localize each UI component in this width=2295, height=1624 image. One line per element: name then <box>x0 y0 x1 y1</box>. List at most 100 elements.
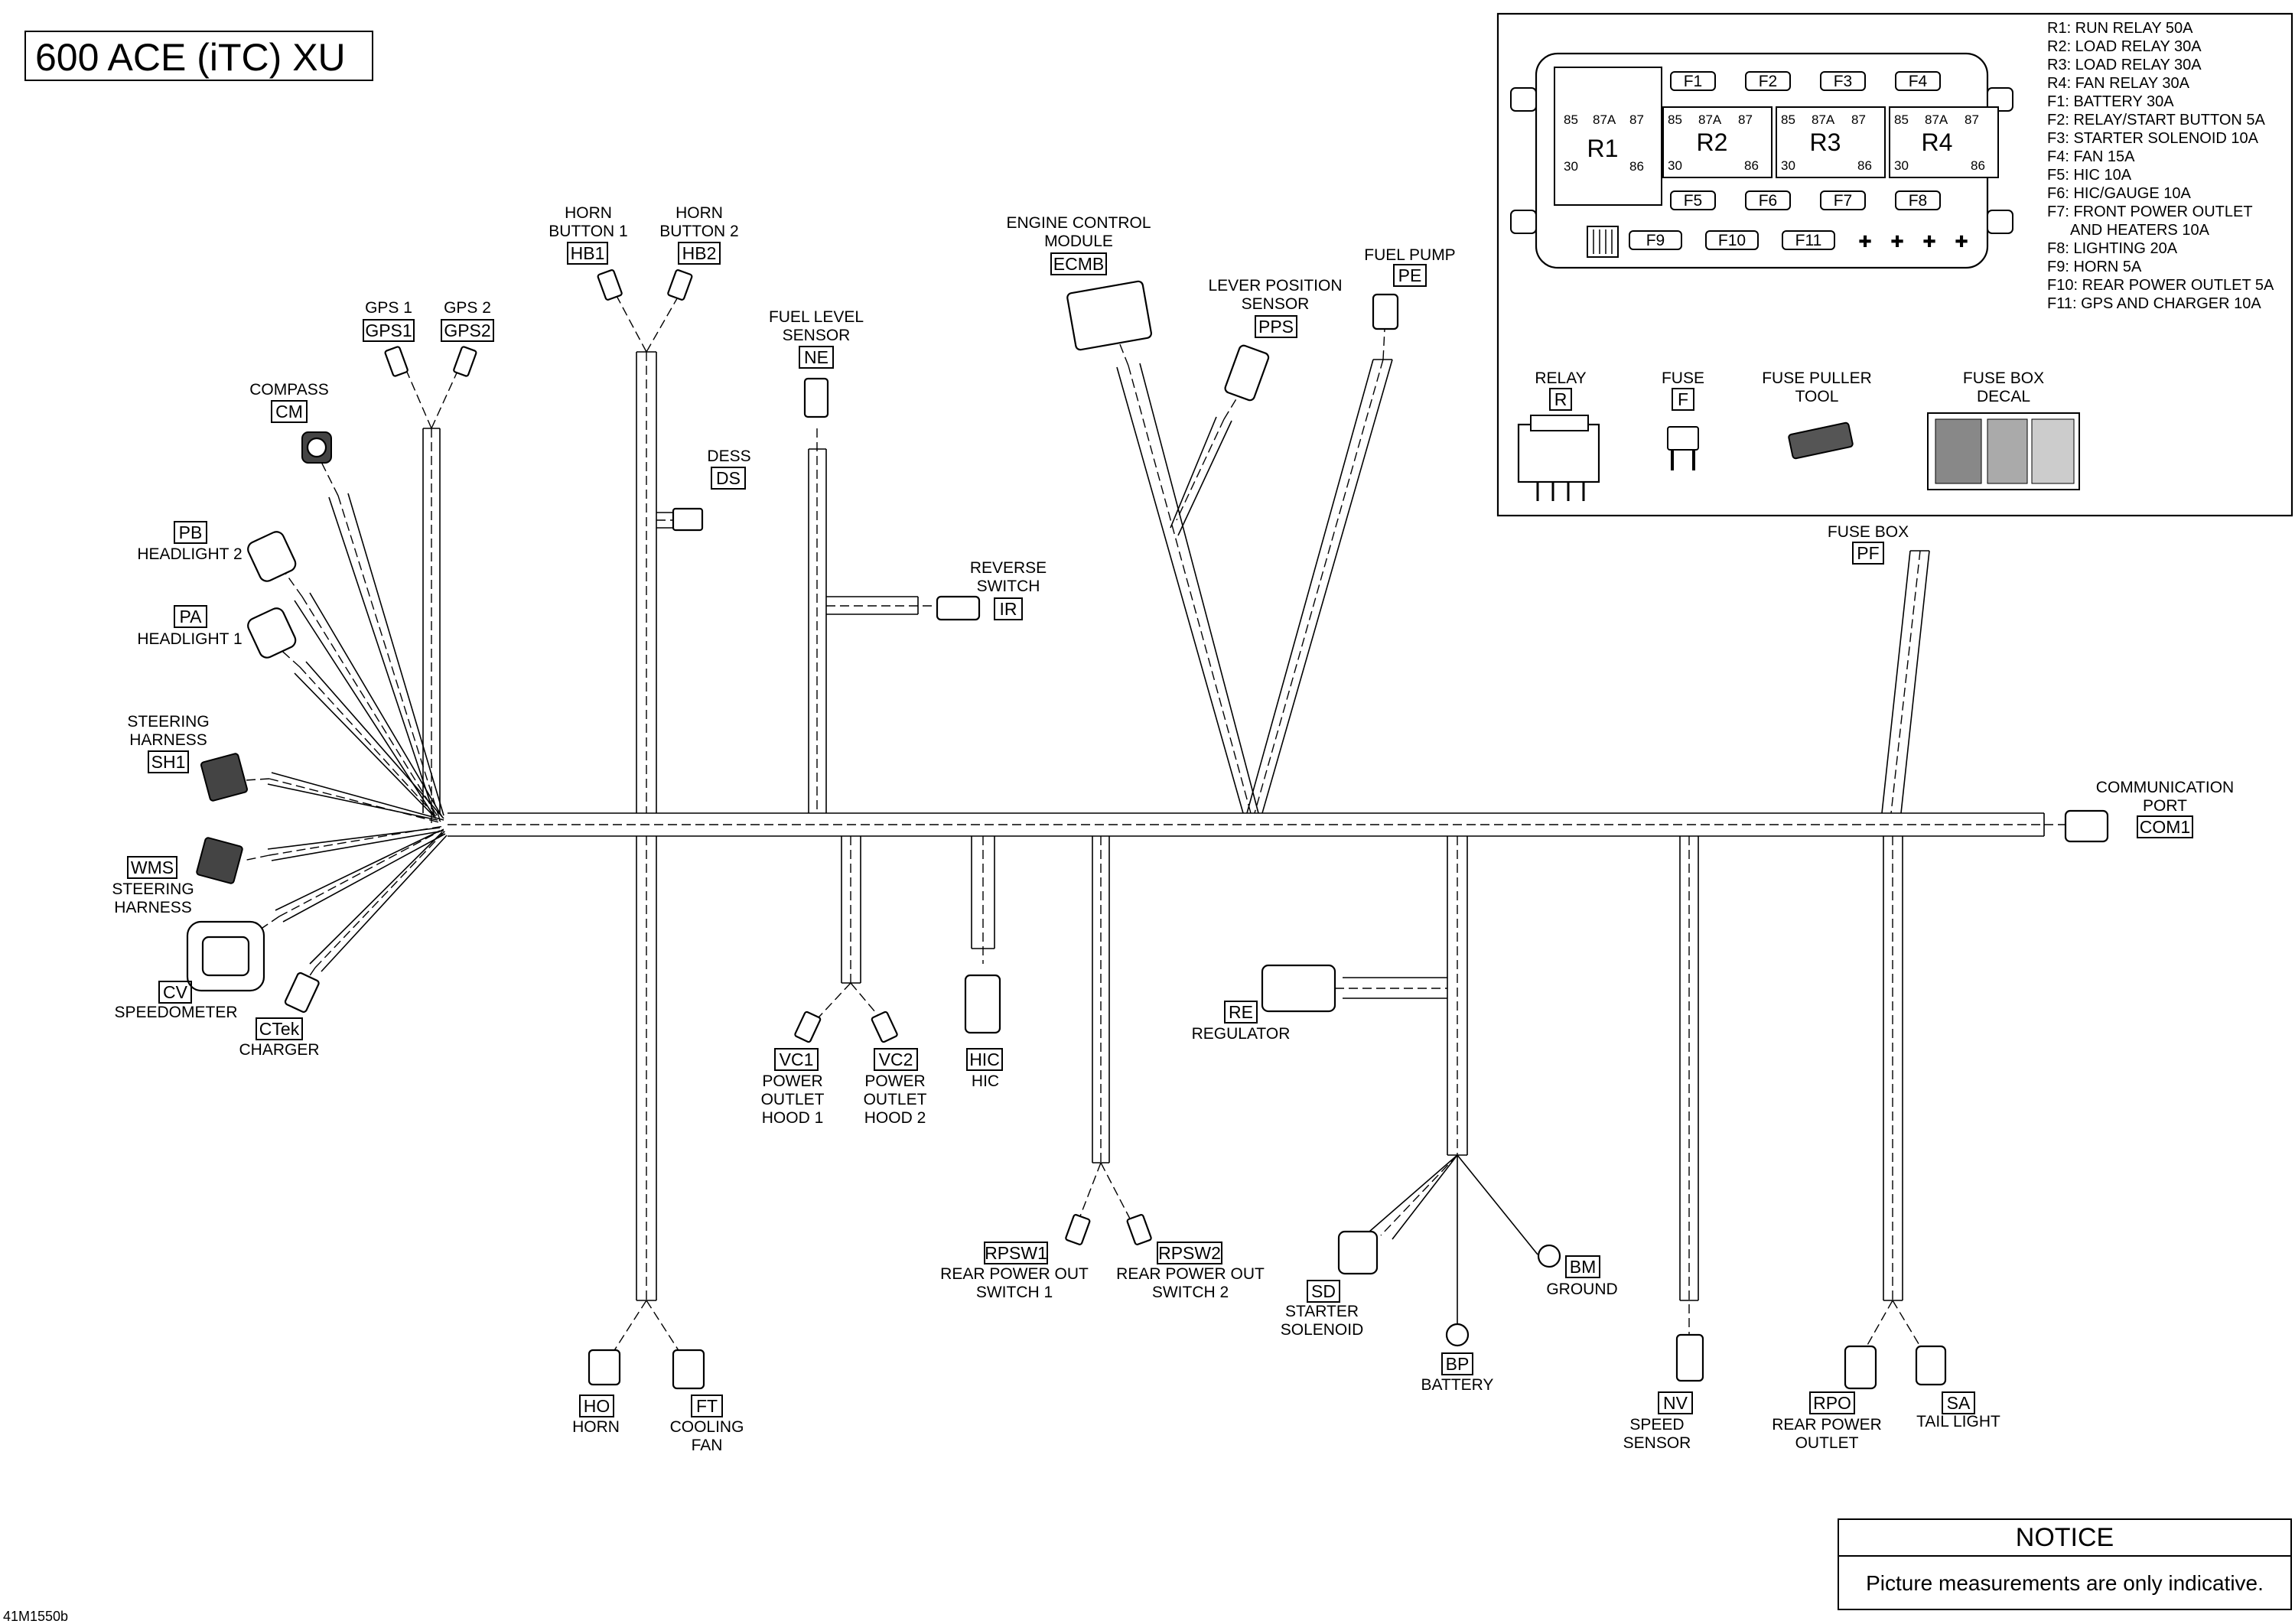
label-pf-code: PF <box>1857 543 1879 563</box>
left-fan-branches <box>243 359 464 988</box>
r4-pin30: 30 <box>1894 158 1909 173</box>
r4-pin87a: 87A <box>1925 112 1948 127</box>
fuse-f2: F2 <box>1759 73 1778 90</box>
r2-pin85: 85 <box>1668 112 1682 127</box>
legend-13: F9: HORN 5A <box>2047 259 2142 275</box>
label-sh1-name1: STEERING <box>127 713 209 731</box>
label-pb-code: PB <box>179 522 203 542</box>
label-nv-code: NV <box>1663 1393 1688 1413</box>
connector-graphics <box>186 269 2109 1390</box>
legend-12: F8: LIGHTING 20A <box>2047 240 2178 257</box>
label-sd-code: SD <box>1311 1281 1336 1301</box>
fuse-f5: F5 <box>1684 192 1703 210</box>
label-sa-name: TAIL LIGHT <box>1916 1413 2000 1430</box>
fuse-box-branch <box>1881 550 1930 814</box>
label-wms-name2: HARNESS <box>114 899 192 916</box>
label-compass-name: COMPASS <box>249 381 328 399</box>
label-sd-name1: STARTER <box>1285 1303 1359 1320</box>
label-com1-name1: COMMUNICATION <box>2096 779 2234 796</box>
fuse-f8: F8 <box>1909 192 1928 210</box>
label-com1-code: COM1 <box>2140 817 2190 837</box>
label-re-name: REGULATOR <box>1192 1025 1291 1043</box>
fuse-f10: F10 <box>1718 232 1746 249</box>
label-dess-name: DESS <box>707 447 750 465</box>
r2-pin87a: 87A <box>1698 112 1722 127</box>
svg-text:✚: ✚ <box>1890 233 1904 251</box>
title-box: 600 ACE (iTC) XU <box>24 31 373 81</box>
label-ctek-code: CTek <box>259 1019 300 1039</box>
label-rpsw1-name2: SWITCH 1 <box>976 1284 1053 1301</box>
fuel-level-branch <box>808 428 937 813</box>
part-puller-name1: FUSE PULLER <box>1762 369 1872 387</box>
legend-5: F2: RELAY/START BUTTON 5A <box>2047 112 2266 129</box>
label-pa-code: PA <box>180 607 203 626</box>
r4-pin87: 87 <box>1965 112 1979 127</box>
legend-3: R4: FAN RELAY 30A <box>2047 75 2190 92</box>
label-pps-code: PPS <box>1258 317 1294 337</box>
label-gps1-code: GPS1 <box>365 321 412 340</box>
r1-pin86: 86 <box>1629 159 1644 174</box>
svg-text:✚: ✚ <box>1922 233 1936 251</box>
legend-8: F5: HIC 10A <box>2047 167 2132 184</box>
label-rpsw1-code: RPSW1 <box>985 1243 1047 1263</box>
label-rpsw2-name2: SWITCH 2 <box>1152 1284 1229 1301</box>
label-sh1-code: SH1 <box>151 752 186 772</box>
label-vc1-name1: POWER <box>762 1072 822 1090</box>
legend-2: R3: LOAD RELAY 30A <box>2047 57 2202 73</box>
r3-pin86: 86 <box>1857 158 1872 173</box>
label-pps-name1: LEVER POSITION <box>1208 277 1342 295</box>
fuse-f11: F11 <box>1795 232 1822 249</box>
label-cv-name: SPEEDOMETER <box>114 1004 237 1021</box>
notice-heading: NOTICE <box>1839 1520 2290 1557</box>
label-ft-code: FT <box>696 1396 718 1416</box>
fuse-box-panel: 85 87A 87 R1 30 86 85 87A 87 R2 30 86 85… <box>1496 12 2293 517</box>
speed-sensor-branch <box>1679 836 1699 1335</box>
label-rpsw2-code: RPSW2 <box>1158 1243 1221 1263</box>
label-re-code: RE <box>1229 1002 1253 1022</box>
r3-label: R3 <box>1810 129 1841 156</box>
label-ecmb-name1: ENGINE CONTROL <box>1006 214 1151 232</box>
svg-text:✚: ✚ <box>1858 233 1872 251</box>
label-vc1-code: VC1 <box>780 1050 814 1069</box>
label-ir-code: IR <box>1000 599 1017 619</box>
label-nv-name1: SPEED <box>1629 1416 1684 1434</box>
r1-pin85: 85 <box>1564 112 1578 127</box>
r4-pin85: 85 <box>1894 112 1909 127</box>
label-vc2-name1: POWER <box>864 1072 925 1090</box>
rear-power-switch-branch <box>1078 836 1131 1221</box>
label-rpo-name1: REAR POWER <box>1772 1416 1882 1434</box>
label-bm-name: GROUND <box>1546 1281 1617 1298</box>
ecm-branch <box>1116 328 1393 814</box>
legend-10: F7: FRONT POWER OUTLET <box>2047 203 2253 220</box>
r4-label: R4 <box>1922 129 1953 156</box>
r3-pin85: 85 <box>1781 112 1795 127</box>
part-decal-name2: DECAL <box>1977 388 2030 405</box>
r4-pin86: 86 <box>1971 158 1985 173</box>
legend-9: F6: HIC/GAUGE 10A <box>2047 185 2191 202</box>
part-fuse-code: F <box>1678 389 1688 409</box>
rear-power-tail-branch <box>1866 836 1921 1347</box>
label-ft-name1: COOLING <box>670 1418 744 1436</box>
label-vc1-name3: HOOD 1 <box>762 1109 824 1127</box>
label-dess-code: DS <box>716 468 741 488</box>
label-pb-name: HEADLIGHT 2 <box>137 545 242 563</box>
label-ne-name1: FUEL LEVEL <box>769 308 864 326</box>
fuse-f9: F9 <box>1646 232 1665 249</box>
r1-pin30: 30 <box>1564 159 1578 174</box>
label-pe-name: FUEL PUMP <box>1364 246 1455 264</box>
r2-pin87: 87 <box>1738 112 1753 127</box>
label-sa-code: SA <box>1947 1393 1971 1413</box>
notice-box: NOTICE Picture measurements are only ind… <box>1838 1518 2292 1610</box>
label-hb1-code: HB1 <box>571 243 605 263</box>
label-hb1-name2: BUTTON 1 <box>549 223 627 240</box>
label-sd-name2: SOLENOID <box>1281 1321 1364 1339</box>
fuse-f7: F7 <box>1834 192 1853 210</box>
connector-labels: GPS 1 GPS1 GPS 2 GPS2 HORN BUTTON 1 HB1 … <box>112 204 2234 1454</box>
label-wms-code: WMS <box>131 858 174 877</box>
label-gps2-name: GPS 2 <box>444 299 491 317</box>
label-cv-code: CV <box>163 982 188 1002</box>
r3-pin30: 30 <box>1781 158 1795 173</box>
r3-pin87: 87 <box>1851 112 1866 127</box>
regulator-battery-branch <box>1335 836 1538 1323</box>
